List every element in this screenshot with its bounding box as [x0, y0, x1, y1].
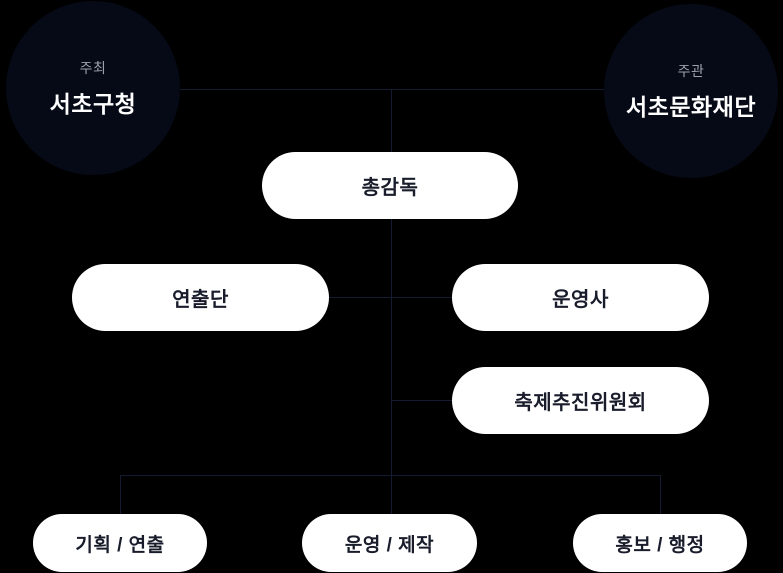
connector-row2-horizontal	[329, 297, 453, 298]
node-planning: 기획 / 연출	[33, 514, 207, 572]
node-operations: 운영 / 제작	[302, 514, 477, 572]
connector-center-vertical	[391, 89, 392, 515]
host-role-label: 주최	[79, 59, 107, 76]
connector-bottom-vertical-right	[660, 475, 661, 515]
node-publicity: 홍보 / 행정	[573, 514, 747, 572]
organizer-role-label: 주관	[677, 62, 705, 79]
node-operator: 운영사	[452, 264, 709, 331]
node-committee: 축제추진위원회	[452, 367, 709, 434]
connector-bottom-horizontal	[120, 475, 660, 476]
connector-committee-horizontal	[391, 400, 452, 401]
organizer-name: 서초문화재단	[626, 93, 756, 120]
node-director: 총감독	[262, 152, 518, 219]
node-production-team: 연출단	[72, 264, 329, 331]
connector-bottom-vertical-left	[120, 475, 121, 515]
host-circle: 주최 서초구청	[6, 1, 180, 175]
organizer-circle: 주관 서초문화재단	[604, 4, 778, 178]
host-name: 서초구청	[49, 90, 137, 117]
